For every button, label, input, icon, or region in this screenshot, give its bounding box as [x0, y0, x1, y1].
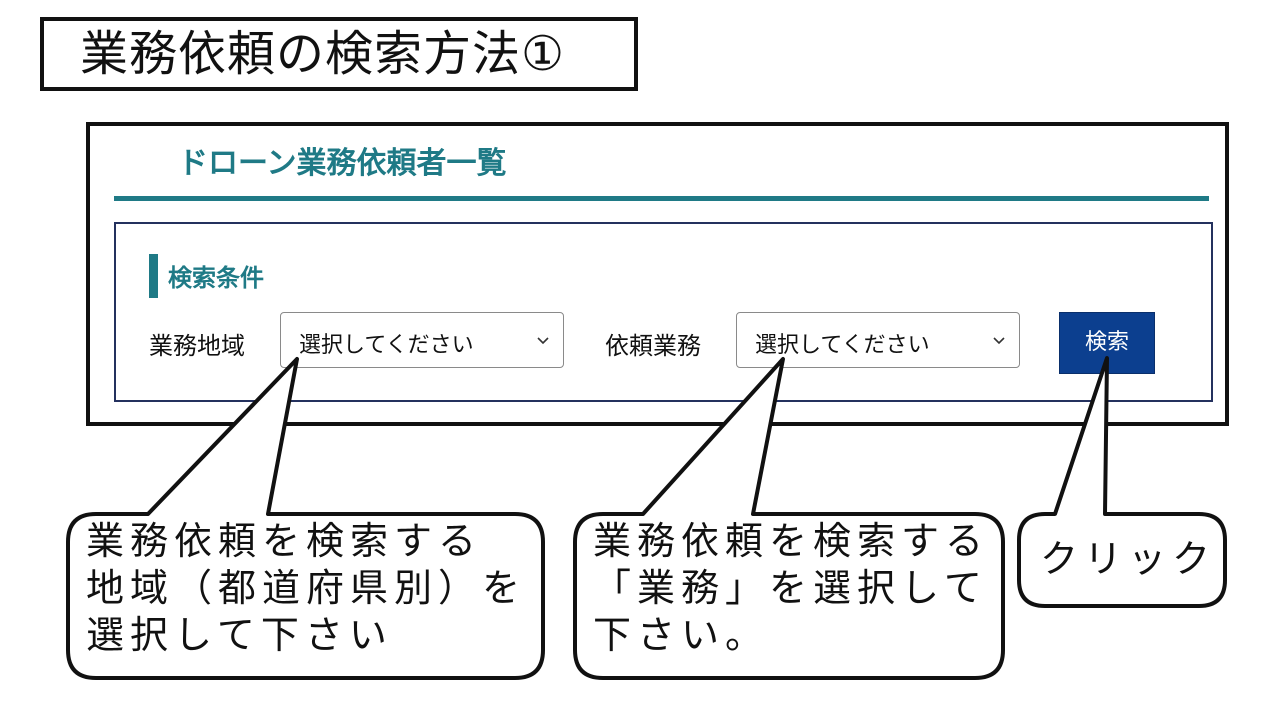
- page-heading: ドローン業務依頼者一覧: [178, 146, 507, 181]
- slide-title: 業務依頼の検索方法①: [40, 17, 638, 91]
- task-callout-text: 業務依頼を検索する 「業務」を選択して 下さい。: [593, 518, 989, 659]
- area-callout-text: 業務依頼を検索する 地域（都道府県別）を 選択して下さい: [86, 518, 526, 659]
- area-select-value: 選択してください: [299, 333, 474, 358]
- chevron-down-icon: [537, 337, 549, 345]
- task-select-value: 選択してください: [755, 333, 930, 358]
- area-callout-bubble: [66, 357, 545, 680]
- task-callout-bubble: [573, 357, 1005, 680]
- task-callout-line: 下さい。: [593, 613, 770, 657]
- click-callout-line: クリック: [1040, 537, 1217, 581]
- area-select[interactable]: 選択してください: [280, 312, 564, 368]
- section-label: 検索条件: [168, 264, 264, 292]
- area-callout-line: 業務依頼を検索する: [86, 519, 483, 563]
- section-accent-bar: [149, 254, 158, 298]
- search-conditions-panel: 検索条件 業務地域 選択してください 依頼業務 選択してください 検索: [114, 222, 1213, 402]
- heading-divider: [114, 196, 1209, 201]
- click-callout-bubble: [1017, 356, 1227, 608]
- task-callout-line: 業務依頼を検索する: [593, 519, 990, 563]
- screenshot-frame: ドローン業務依頼者一覧 検索条件 業務地域 選択してください 依頼業務 選択して…: [86, 122, 1229, 426]
- area-callout-line: 地域（都道府県別）を: [86, 566, 527, 610]
- area-callout-line: 選択して下さい: [86, 613, 393, 657]
- chevron-down-icon: [993, 337, 1005, 345]
- task-label: 依頼業務: [605, 332, 701, 360]
- click-callout-text: クリック: [1040, 536, 1216, 583]
- search-button[interactable]: 検索: [1059, 312, 1155, 374]
- area-label: 業務地域: [149, 332, 245, 360]
- task-callout-line: 「業務」を選択して: [593, 566, 988, 610]
